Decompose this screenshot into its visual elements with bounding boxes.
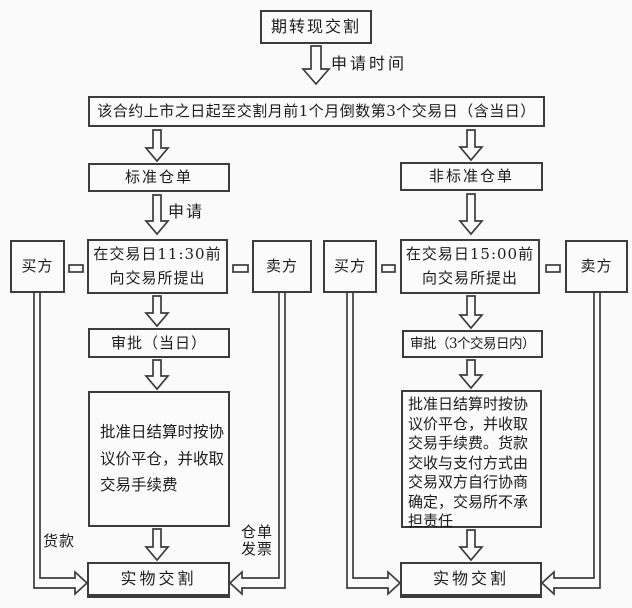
link-connector [545,264,561,273]
start-node: 期转现交割 [260,10,372,44]
down-arrow-icon [458,529,484,562]
standard-warrant-node: 标准仓单 [88,163,230,192]
down-arrow-icon [144,528,170,562]
right-physical-delivery-node: 实物交割 [400,562,542,598]
payment-label: 货款 [43,532,76,550]
link-connector [68,264,84,273]
right-submit-node: 在交易日15:00前 向交易所提出 [400,239,540,294]
left-physical-delivery-node: 实物交割 [87,562,230,598]
left-settlement-node: 批准日结算时按协 议价平仓，并收取 交易手续费 [88,391,230,527]
right-settlement-node: 批准日结算时按协 议价平仓，并收取 交易手续费。货款 交收与支付方式由 交易双方… [401,390,542,530]
left-approve-node: 审批（当日） [88,328,230,358]
link-connector [381,264,396,273]
down-arrow-icon [301,45,331,86]
timeline-node: 该合约上市之日起至交割月前1个月倒数第3个交易日（含当日） [88,96,545,127]
left-submit-node: 在交易日11:30前 向交易所提出 [87,239,228,294]
down-arrow-icon [458,129,484,162]
down-arrow-icon [144,194,170,236]
apply-time-label: 申请时间 [331,54,408,73]
down-arrow-icon [458,295,484,330]
flow-line-right-seller-to-delivery [540,293,601,596]
down-arrow-icon [144,295,170,328]
right-seller-node: 卖方 [565,240,628,293]
warrant-invoice-label: 仓单 发票 [241,523,274,558]
left-seller-node: 卖方 [252,240,312,293]
right-buyer-node: 买方 [323,240,377,293]
left-buyer-node: 买方 [10,240,65,293]
down-arrow-icon [144,359,170,391]
apply-label: 申请 [168,202,205,221]
down-arrow-icon [144,129,170,163]
flow-line-right-buyer-to-delivery [346,293,402,596]
down-arrow-icon [458,359,484,390]
non-standard-warrant-node: 非标准仓单 [400,162,543,191]
link-connector [232,264,249,273]
down-arrow-icon [458,193,484,236]
flow-line-left-seller-to-delivery [228,293,286,596]
right-approve-node: 审批（3个交易日内） [402,330,543,358]
